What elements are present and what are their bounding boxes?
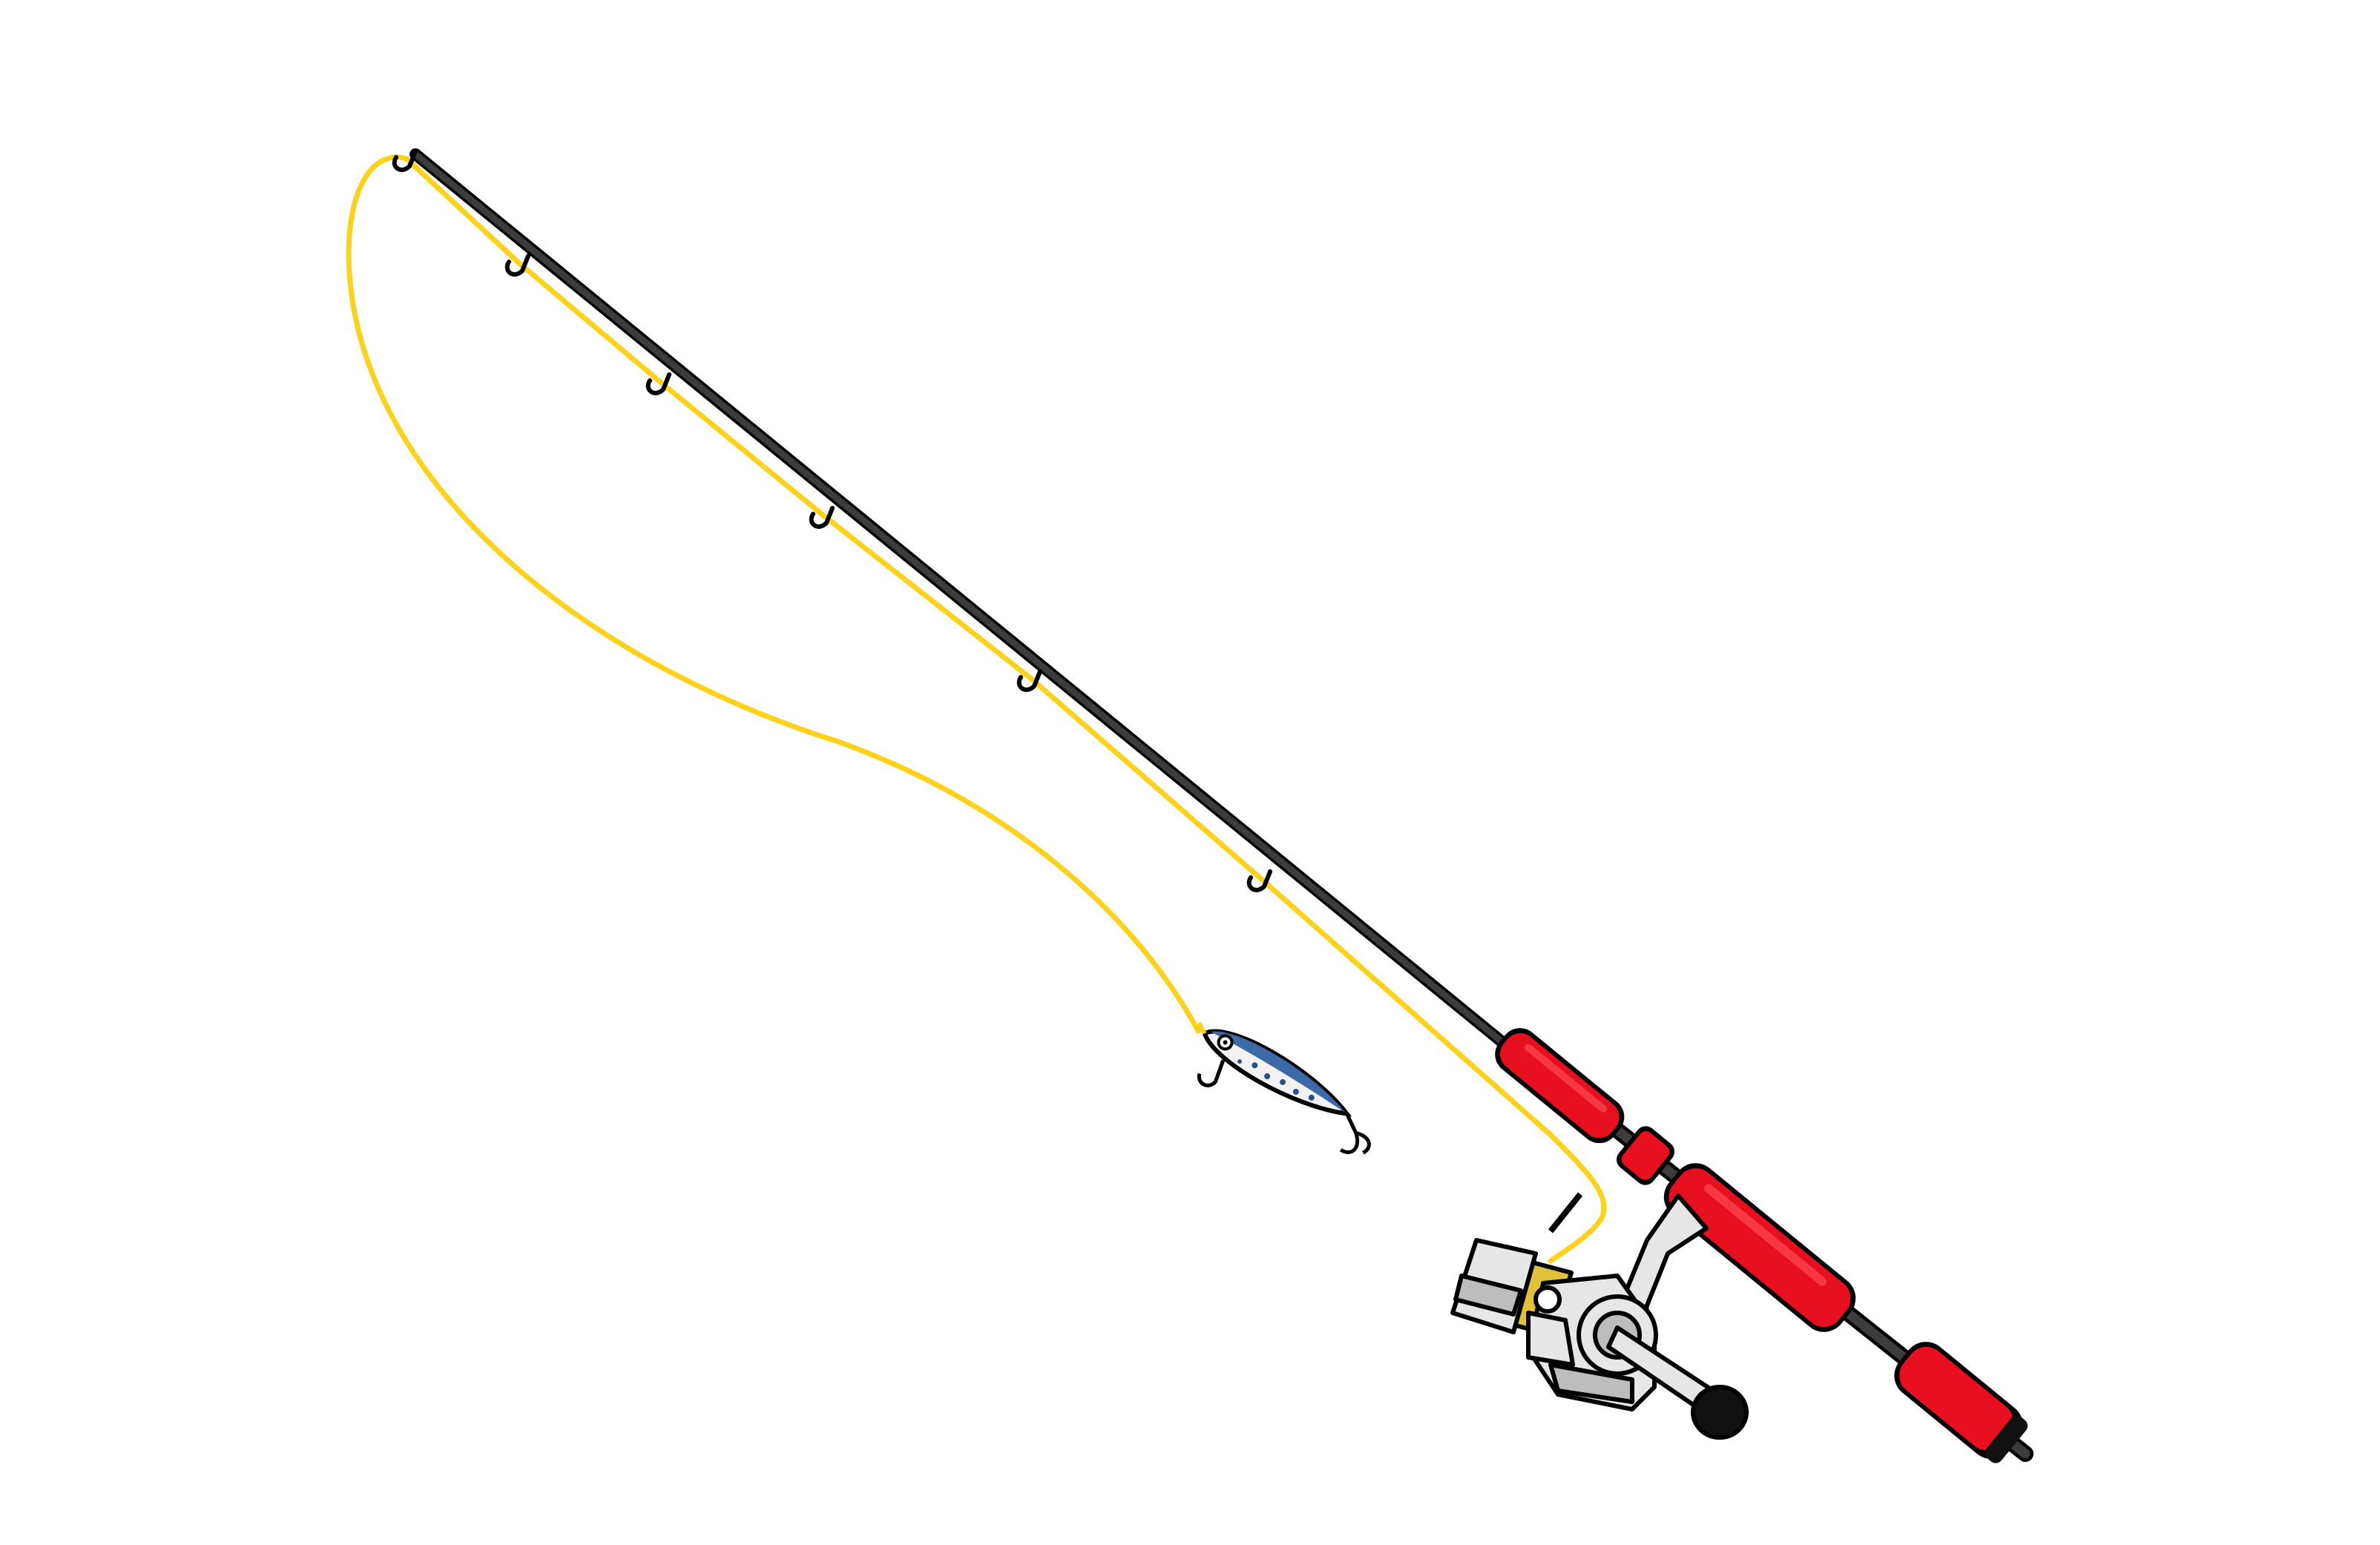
front-grip	[1495, 1028, 1625, 1144]
rod-guide-icon	[645, 372, 671, 395]
rod-guides	[392, 149, 1272, 892]
line-through-guides	[404, 156, 1607, 1264]
rod-guide-icon	[504, 254, 530, 277]
grip-collar	[1616, 1126, 1675, 1185]
rear-grip	[1663, 1163, 1856, 1332]
lure-icon	[1197, 1021, 1371, 1155]
rod-guide-icon	[809, 506, 835, 529]
rod-guide-icon	[1246, 869, 1272, 892]
line-slack-to-lure	[346, 154, 1201, 1034]
rod-blank	[412, 151, 1547, 1079]
reel-nut	[1533, 1285, 1562, 1314]
rod-guide-icon	[392, 149, 418, 172]
fishing-line-icon	[346, 154, 1607, 1264]
lure-hook-rear-icon	[1339, 1113, 1371, 1155]
butt-grip	[1894, 1342, 2028, 1463]
lure-hook-front-icon	[1197, 1059, 1226, 1087]
reel-bail	[1548, 1192, 1583, 1233]
reel-handle-knob-icon	[1691, 1385, 1749, 1440]
spinning-reel-icon	[1450, 1192, 1749, 1440]
fishing-rod-icon	[392, 148, 2034, 1463]
rod-guide-icon	[1016, 669, 1042, 692]
